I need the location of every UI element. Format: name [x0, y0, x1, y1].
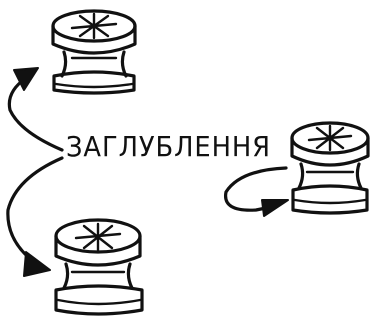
arrow-to-top-router — [7, 67, 64, 152]
diagram-label: ЗАГЛУБЛЕННЯ — [66, 130, 272, 163]
arrow-to-right-router — [223, 166, 289, 217]
arrow-to-bottom-router — [6, 156, 64, 277]
router-icon — [51, 9, 137, 95]
router-icon — [290, 121, 370, 215]
router-icon — [54, 218, 144, 316]
